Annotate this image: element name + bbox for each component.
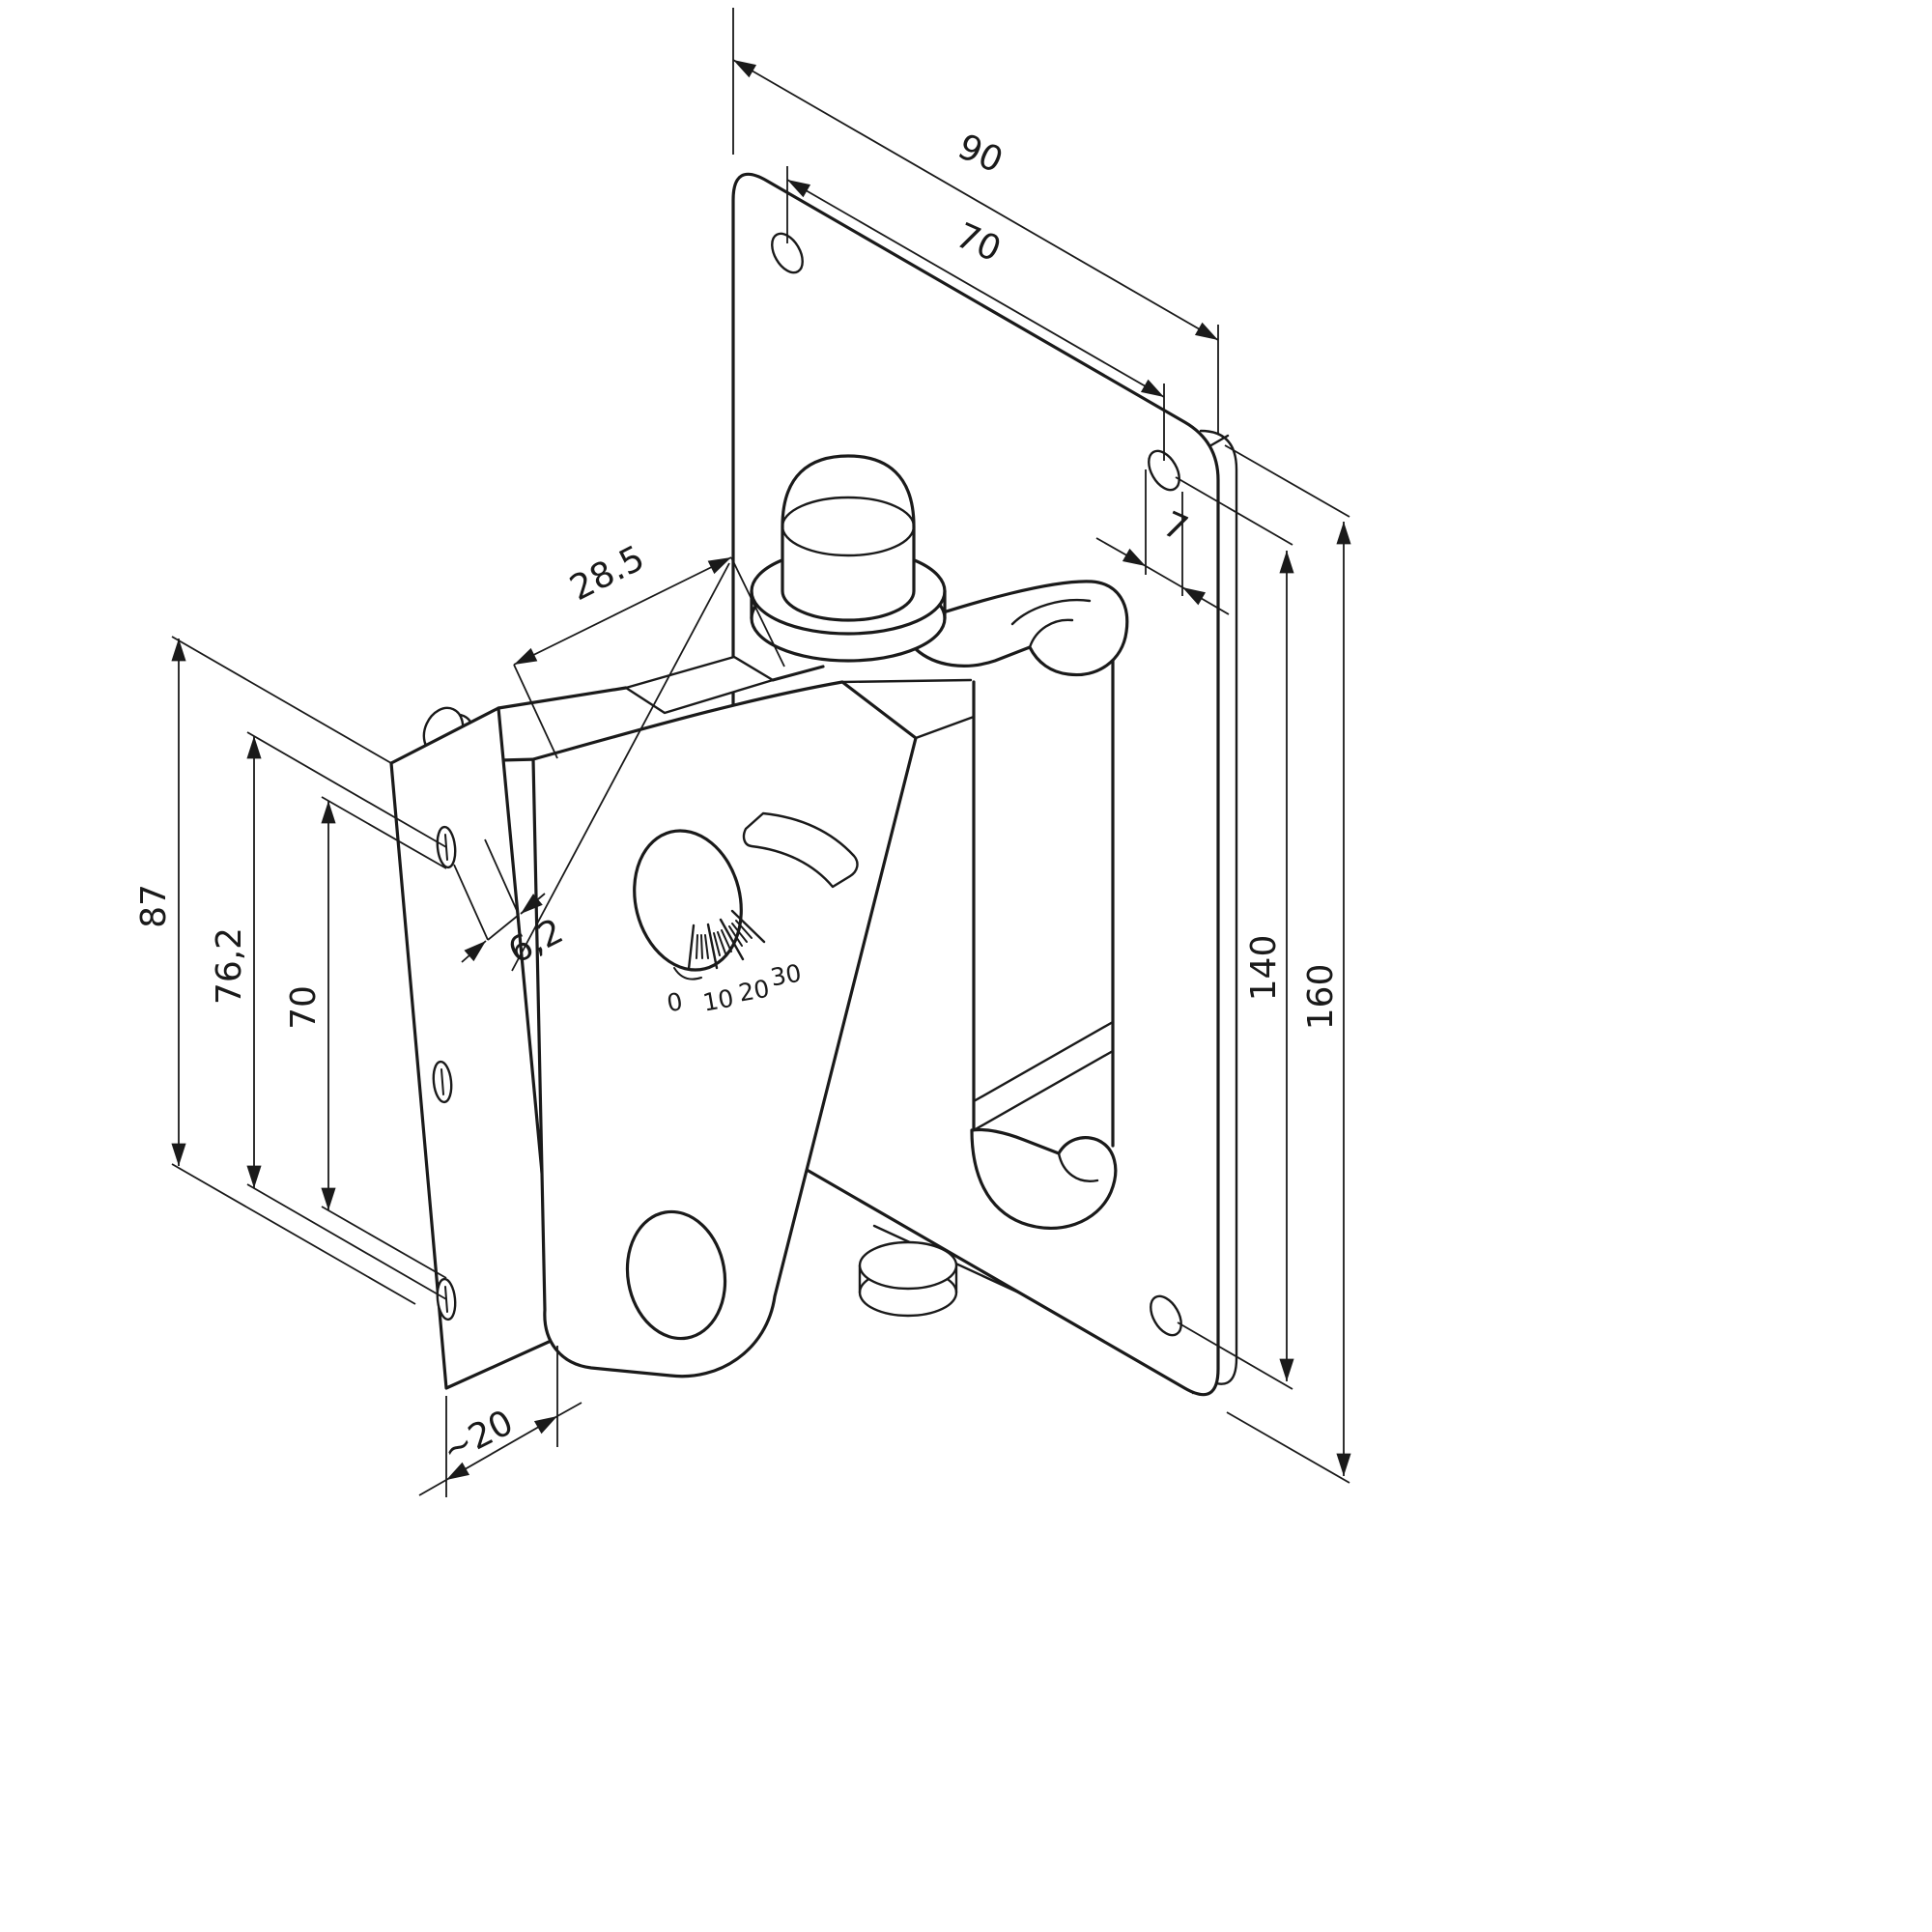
tilt-face: 0 10 20 30 xyxy=(531,680,918,1378)
tilt-lower-pivot-face xyxy=(625,1209,727,1341)
top-face-square-hole xyxy=(624,655,775,715)
channel-connect-lines xyxy=(840,678,976,740)
knob-cap-rim xyxy=(781,496,916,557)
dimtails-20 xyxy=(418,1402,582,1496)
top-hook-inner-line xyxy=(1010,599,1092,626)
dimleader-7-right xyxy=(1181,586,1230,615)
witness-6-2 xyxy=(453,838,520,941)
dimline-7 xyxy=(1145,565,1183,588)
channel-rung-2 xyxy=(972,1049,1115,1132)
witness-76-2 xyxy=(246,731,447,1300)
dimension-slot-pitch-inner: 70 xyxy=(284,796,447,1279)
dimension-plate-height: 160 xyxy=(1224,444,1351,1484)
dimleader-6-2-left xyxy=(461,940,487,963)
witness-7 xyxy=(1145,469,1183,596)
witness-28-5 xyxy=(513,556,785,759)
dim-label-87: 87 xyxy=(134,884,174,928)
tilt-scale-minor-ticks xyxy=(696,920,753,959)
speaker-plate-face xyxy=(389,706,559,1390)
witness-160 xyxy=(1224,444,1350,1484)
tilt-scale-label-30: 30 xyxy=(768,959,803,992)
lower-pivot-top xyxy=(858,1240,958,1291)
top-hook-curl xyxy=(1028,618,1074,649)
dimension-hole-pitch-v: 140 xyxy=(1175,476,1294,1390)
bottom-hook xyxy=(970,1127,1118,1231)
locking-knob xyxy=(750,454,947,663)
tilt-arc-slot xyxy=(742,811,859,889)
tilt-scale-ticks xyxy=(687,909,766,971)
tilt-knob-pointer xyxy=(673,967,702,980)
dim-label-70-top: 70 xyxy=(950,215,1007,270)
dimleader-6-2-right xyxy=(520,893,546,915)
dimension-bracket-height: 87 xyxy=(134,636,416,1305)
dim-label-28-5: 28.5 xyxy=(564,538,651,609)
top-face-edge-back xyxy=(497,686,628,710)
speaker-slot-middle-line xyxy=(440,1068,444,1095)
witness-87 xyxy=(171,636,416,1305)
dim-label-140: 140 xyxy=(1244,935,1284,1002)
top-hook xyxy=(906,580,1129,677)
tilt-scale-labels: 0 10 20 30 xyxy=(665,959,804,1018)
dimline-70-top xyxy=(786,179,1165,398)
dimleader-7-left xyxy=(1095,537,1147,567)
dim-label-70-left: 70 xyxy=(284,985,324,1030)
knob-flange-sides xyxy=(750,589,947,620)
dimline-28-5 xyxy=(513,556,732,666)
tilt-scale-major-ticks xyxy=(687,909,766,971)
dimension-slot-pitch-outer: 76,2 xyxy=(210,731,447,1300)
wall-channel-hooks xyxy=(840,580,1129,1318)
knob-cap-body xyxy=(781,454,916,622)
dim-label-76-2: 76,2 xyxy=(210,927,249,1005)
dimension-hole-pitch-h: 70 xyxy=(786,166,1165,461)
tilt-scale-label-20: 20 xyxy=(736,975,771,1008)
witness-70-left xyxy=(321,796,447,1279)
speaker-plate-slots xyxy=(432,825,457,1321)
top-face-edge-to-knob xyxy=(771,665,825,682)
channel-rung-1 xyxy=(972,1020,1115,1103)
tilt-scale-label-0: 0 xyxy=(665,987,685,1017)
dim-label-90: 90 xyxy=(952,127,1009,181)
tilt-scale-label-10: 10 xyxy=(700,984,735,1017)
mounting-hole-bottom-right xyxy=(1150,1294,1182,1337)
dimline-6-2 xyxy=(487,914,520,941)
dimline-20 xyxy=(445,1415,558,1481)
speaker-plate xyxy=(389,706,593,1390)
witness-140 xyxy=(1175,476,1293,1390)
dim-label-160: 160 xyxy=(1301,964,1341,1031)
bottom-hook-curl xyxy=(1057,1151,1099,1182)
mounting-hole-top-right xyxy=(1148,449,1180,492)
